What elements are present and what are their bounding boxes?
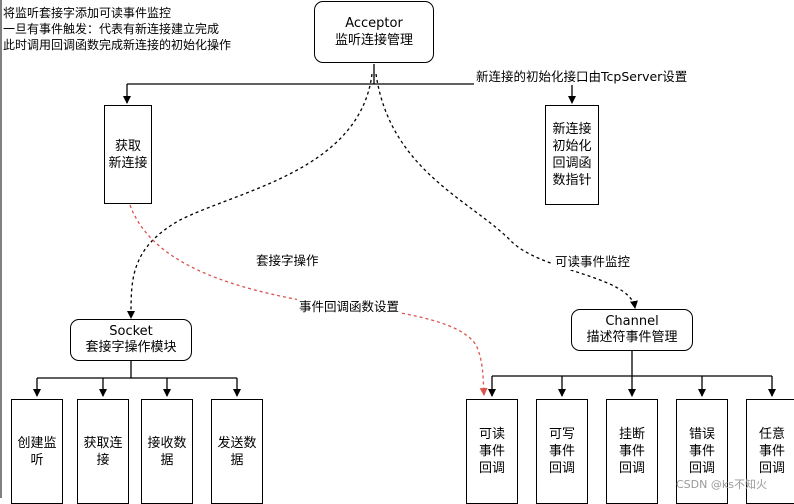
acceptor-subtitle: 监听连接管理 xyxy=(334,33,413,48)
edge-label-socket-op: 套接字操作 xyxy=(254,250,321,269)
socket-child-get-connection[interactable]: 获取连 接 xyxy=(77,399,129,504)
get-new-connection-node[interactable]: 获取 新连接 xyxy=(104,105,152,204)
channel-tree-bus xyxy=(492,350,772,377)
edge-label-callback-set: 事件回调函数设置 xyxy=(297,296,402,315)
socket-child-receive-data[interactable]: 接收数 据 xyxy=(141,399,193,504)
dashed-edge-readable xyxy=(375,73,638,309)
note-line-3: 此时调用回调函数完成新连接的初始化操作 xyxy=(3,38,232,52)
watermark: CSDN @ks不知火 xyxy=(676,478,767,491)
socket-child-create-listen[interactable]: 创建监 听 xyxy=(11,399,63,504)
init-callback-node[interactable]: 新连接 初始化 回调函 数指针 xyxy=(545,105,599,205)
channel-child-write-callback[interactable]: 可写 事件 回调 xyxy=(536,399,588,504)
note-line-2: 一旦有事件触发：代表有新连接建立完成 xyxy=(3,22,220,36)
socket-subtitle: 套接字操作模块 xyxy=(85,340,177,355)
dashed-edge-socket-op xyxy=(126,73,373,319)
note-text: 将监听套接字添加可读事件监控 一旦有事件触发：代表有新连接建立完成 此时调用回调… xyxy=(3,5,231,53)
channel-child-error-callback[interactable]: 错误 事件 回调 xyxy=(676,399,728,504)
channel-child-hangup-callback[interactable]: 挂断 事件 回调 xyxy=(606,399,658,504)
edge-label-init-setting: 新连接的初始化接口由TcpServer设置 xyxy=(474,66,690,85)
socket-node[interactable]: Socket 套接字操作模块 xyxy=(70,319,192,361)
acceptor-node[interactable]: Acceptor 监听连接管理 xyxy=(314,1,434,63)
channel-subtitle: 描述符事件管理 xyxy=(586,330,678,345)
socket-title: Socket xyxy=(109,324,153,339)
edge-label-readable: 可读事件监控 xyxy=(553,251,633,270)
channel-child-read-callback[interactable]: 可读 事件 回调 xyxy=(466,399,518,504)
socket-child-send-data[interactable]: 发送数 据 xyxy=(211,399,263,504)
channel-title: Channel xyxy=(605,314,659,329)
channel-child-any-callback[interactable]: 任意 事件 回调 xyxy=(746,399,794,504)
channel-node[interactable]: Channel 描述符事件管理 xyxy=(571,309,693,351)
socket-tree-bus xyxy=(37,361,237,379)
note-line-1: 将监听套接字添加可读事件监控 xyxy=(3,6,172,20)
acceptor-title: Acceptor xyxy=(345,16,403,31)
